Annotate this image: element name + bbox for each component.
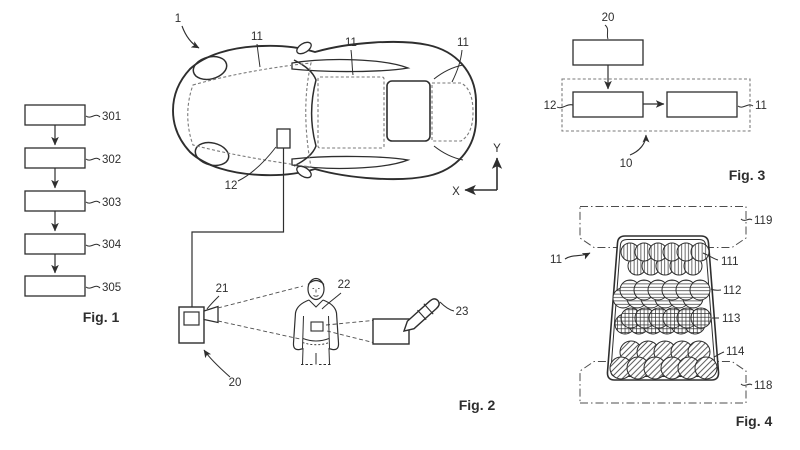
flow-step-box-302 [24, 147, 86, 169]
fig3-leaders [556, 24, 754, 109]
fig3-caption: Fig. 3 [729, 167, 766, 183]
fig1-caption: Fig. 1 [83, 309, 120, 325]
ref-111: 111 [721, 256, 738, 268]
rear-window [386, 80, 431, 142]
windshield [293, 59, 317, 167]
led-row-111 [620, 242, 710, 276]
car-label-leaders [237, 43, 463, 182]
sensor-unit-12 [276, 128, 291, 149]
flow-step-box-303 [24, 190, 86, 212]
detection-zone-roof [317, 76, 385, 149]
side-mirror-right [296, 165, 312, 179]
input-block [572, 91, 644, 118]
ref-302: 302 [102, 154, 121, 166]
ref-20-device: 20 [229, 377, 242, 389]
chest-tag [310, 321, 324, 332]
ref-112: 112 [723, 285, 741, 297]
ref-22-leader [321, 292, 342, 310]
headlight-right [194, 141, 230, 167]
fig4-caption: Fig. 4 [736, 413, 773, 429]
car-body-outline [172, 40, 477, 181]
ref-11-front: 11 [251, 31, 263, 43]
output-block [666, 91, 738, 118]
field-of-view-rays [217, 285, 374, 343]
ref-304: 304 [102, 239, 122, 251]
ref-12-input: 12 [544, 100, 557, 112]
rear-seam-bottom [433, 145, 464, 161]
ref-114: 114 [726, 346, 745, 358]
axis-y-label: Y [493, 143, 501, 155]
ref-303: 303 [102, 197, 121, 209]
key-receiver-box [372, 318, 410, 345]
ref-10-system: 10 [620, 158, 633, 170]
ref-11-output: 11 [755, 100, 767, 112]
figure-2-vehicle-scene: 1 11 11 11 12 Y X 21 20 [172, 13, 503, 413]
camera-lens [203, 305, 219, 324]
side-mirror-left [296, 41, 312, 55]
ref-20-arrow [203, 349, 231, 378]
flow-label-leaders [85, 114, 101, 289]
ref-11-roof: 11 [345, 37, 357, 49]
led-row-114 [609, 340, 718, 380]
led-row-113 [614, 307, 712, 335]
side-window-right [291, 155, 411, 170]
camera-block [572, 39, 644, 66]
ref-22-person: 22 [338, 279, 351, 291]
ref-23-key: 23 [456, 306, 469, 318]
figure-3-block-diagram: 20 12 11 10 Fig. 3 [544, 12, 767, 183]
camera-device [178, 305, 219, 344]
side-window-left [291, 58, 411, 73]
figure-1-flowchart: 301 302 303 304 305 Fig. 1 [24, 104, 122, 325]
ref-10-arrow [629, 134, 650, 156]
ref-21-leader [206, 295, 220, 310]
detection-zone-rear [431, 82, 474, 142]
sensor-camera-wire [191, 148, 285, 307]
ref-1-arrow [181, 25, 200, 49]
key-fob [402, 298, 440, 332]
fig4-leaders [702, 218, 753, 386]
fig2-caption: Fig. 2 [459, 397, 496, 413]
camera-window [183, 311, 200, 326]
axis-x-label: X [452, 186, 460, 198]
ref-12-sensor: 12 [225, 180, 238, 192]
structure-band-top [579, 206, 747, 248]
ref-1-vehicle: 1 [175, 13, 181, 25]
car-top-view [172, 40, 477, 181]
ref-11-rear: 11 [457, 37, 469, 49]
led-row-112 [612, 279, 711, 309]
figure-4-panel-detail: 11 111 112 113 114 119 118 Fig. 4 [550, 206, 773, 429]
flow-step-box-305 [24, 275, 86, 297]
ref-11-panel-arrow [564, 252, 591, 260]
ref-113: 113 [722, 313, 740, 325]
coordinate-axes: Y X [452, 143, 503, 198]
detection-zone-front [187, 62, 312, 168]
ref-119: 119 [754, 215, 772, 227]
ref-21-lens: 21 [216, 283, 229, 295]
structure-band-bottom [579, 361, 747, 404]
headlight-left [192, 55, 228, 81]
ref-20-camera: 20 [602, 12, 615, 24]
person-figure [292, 277, 340, 365]
ref-118: 118 [754, 380, 772, 392]
ref-301: 301 [102, 111, 121, 123]
ref-23-leader [439, 301, 455, 312]
rear-seam-top [433, 64, 464, 80]
ref-11-panel: 11 [550, 254, 562, 266]
flow-step-box-304 [24, 233, 86, 255]
ref-305: 305 [102, 282, 121, 294]
flow-step-box-301 [24, 104, 86, 126]
